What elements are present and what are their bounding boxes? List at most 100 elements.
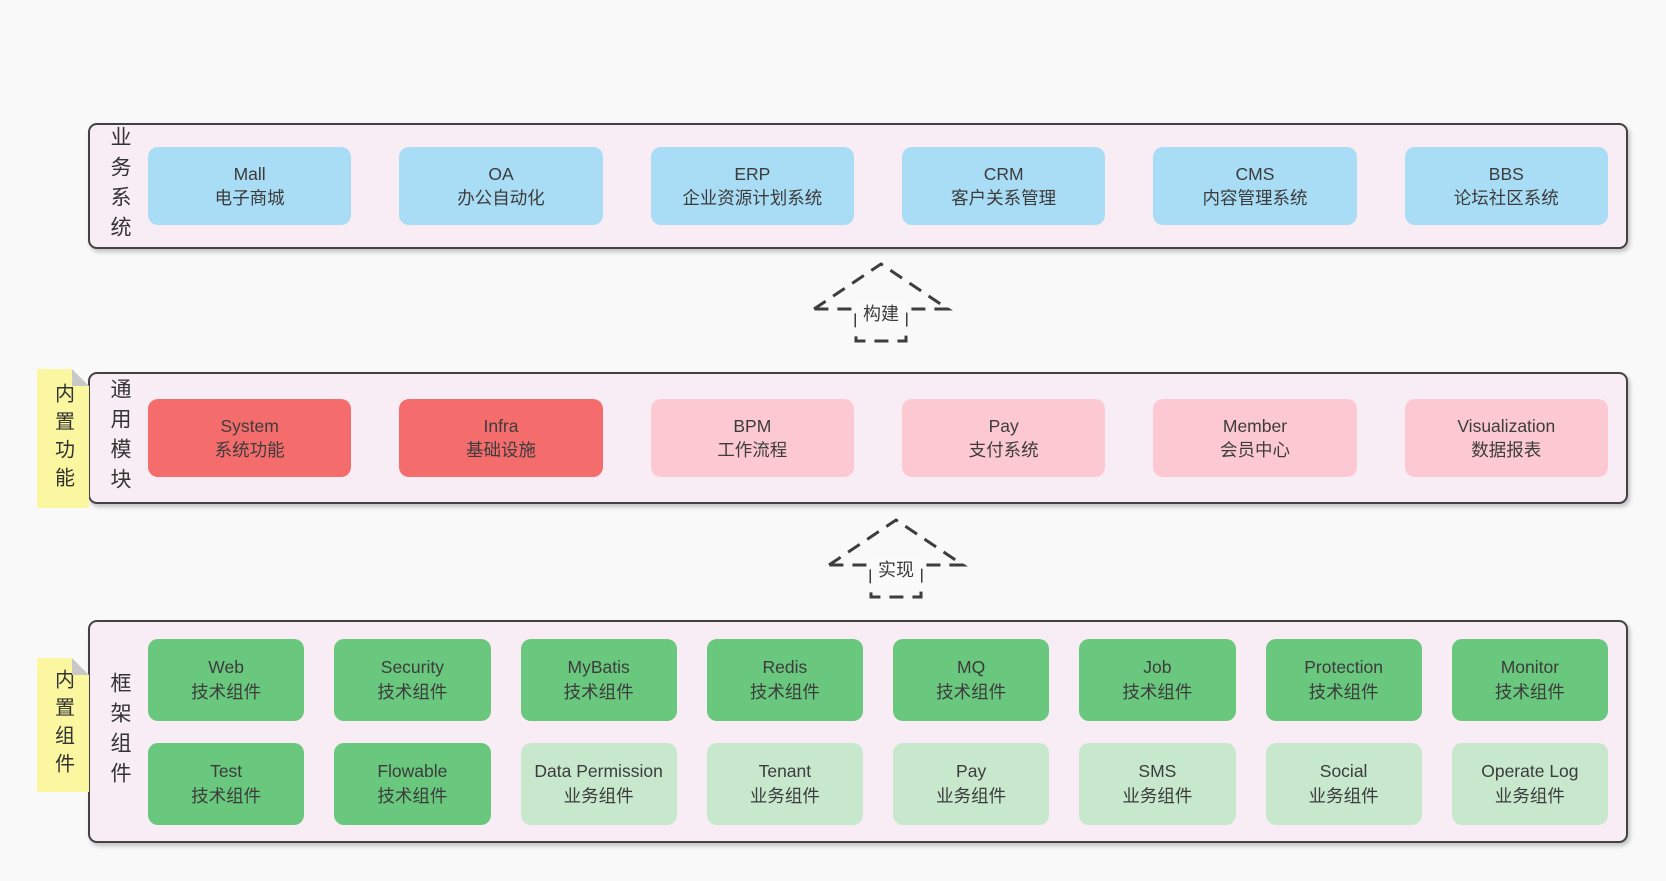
box-title: SMS xyxy=(1138,761,1177,781)
box-title: Redis xyxy=(762,657,808,677)
components-box-rows: Web 技术组件 Security 技术组件 MyBatis 技术组件 Redi… xyxy=(148,622,1626,841)
arrow-build: 构建 xyxy=(806,259,956,345)
box-crm: CRM 客户关系管理 xyxy=(901,147,1106,225)
box-data-permission: Data Permission 业务组件 xyxy=(520,742,677,825)
box-title: Pay xyxy=(988,415,1019,436)
box-subtitle: 客户关系管理 xyxy=(951,188,1057,208)
box-title: Web xyxy=(208,657,244,677)
box-subtitle: 工作流程 xyxy=(717,440,788,460)
box-title: Security xyxy=(380,657,444,677)
box-title: Monitor xyxy=(1500,657,1560,677)
box-cms: CMS 内容管理系统 xyxy=(1153,147,1357,225)
box-title: CMS xyxy=(1235,163,1275,184)
box-monitor: Monitor 技术组件 xyxy=(1451,638,1608,721)
arrow-implement-label: 实现 xyxy=(871,554,921,584)
box-subtitle: 技术组件 xyxy=(1494,681,1565,702)
box-subtitle: 业务组件 xyxy=(1122,785,1193,806)
box-subtitle: 技术组件 xyxy=(1308,681,1379,702)
box-pay: Pay 支付系统 xyxy=(901,399,1106,477)
box-subtitle: 技术组件 xyxy=(377,785,448,806)
components-row-2: Test 技术组件 Flowable 技术组件 Data Permission … xyxy=(148,742,1608,825)
box-subtitle: 支付系统 xyxy=(968,440,1039,460)
band-common-modules: 内置功能 通用模块 System 系统功能 Infra 基础设施 BPM 工作流… xyxy=(88,372,1628,504)
box-mq: MQ 技术组件 xyxy=(893,638,1050,721)
box-subtitle: 技术组件 xyxy=(191,785,262,806)
box-subtitle: 业务组件 xyxy=(1494,785,1565,806)
box-subtitle: 业务组件 xyxy=(1308,785,1379,806)
box-subtitle: 电子商城 xyxy=(214,188,285,208)
box-security: Security 技术组件 xyxy=(334,638,491,721)
box-subtitle: 数据报表 xyxy=(1471,440,1542,460)
box-title: Infra xyxy=(483,415,519,436)
box-subtitle: 业务组件 xyxy=(749,785,820,806)
arrow-build-label: 构建 xyxy=(856,298,906,328)
box-title: Member xyxy=(1222,415,1288,436)
box-sms: SMS 业务组件 xyxy=(1079,742,1236,825)
box-subtitle: 业务组件 xyxy=(563,785,634,806)
box-subtitle: 会员中心 xyxy=(1219,440,1290,460)
box-title: OA xyxy=(488,163,514,184)
box-erp: ERP 企业资源计划系统 xyxy=(650,147,854,225)
band-components-side-label: 框架组件 xyxy=(108,671,131,792)
box-protection: Protection 技术组件 xyxy=(1265,638,1422,721)
box-subtitle: 业务组件 xyxy=(936,785,1007,806)
box-title: BPM xyxy=(733,415,772,436)
box-pay-business: Pay 业务组件 xyxy=(893,742,1050,825)
box-title: Data Permission xyxy=(534,761,663,781)
box-title: Flowable xyxy=(377,761,448,781)
box-title: MyBatis xyxy=(567,657,630,677)
band-framework-components: 内置组件 框架组件 Web 技术组件 Security 技术组件 MyBatis… xyxy=(88,620,1628,843)
box-subtitle: 论坛社区系统 xyxy=(1453,188,1559,208)
box-title: Visualization xyxy=(1457,415,1556,436)
box-subtitle: 技术组件 xyxy=(936,681,1007,702)
modules-box-row: System 系统功能 Infra 基础设施 BPM 工作流程 Pay 支付系统… xyxy=(148,374,1626,502)
box-subtitle: 办公自动化 xyxy=(457,188,545,208)
box-title: Pay xyxy=(956,761,987,781)
box-title: BBS xyxy=(1488,163,1524,184)
arrow-implement: 实现 xyxy=(821,515,971,601)
business-box-row: Mall 电子商城 OA 办公自动化 ERP 企业资源计划系统 CRM 客户关系… xyxy=(148,125,1626,247)
box-title: Test xyxy=(210,761,243,781)
box-subtitle: 技术组件 xyxy=(1122,681,1193,702)
box-title: System xyxy=(220,415,279,436)
box-system: System 系统功能 xyxy=(148,399,352,477)
components-row-1: Web 技术组件 Security 技术组件 MyBatis 技术组件 Redi… xyxy=(148,638,1608,721)
box-title: Mall xyxy=(233,163,266,184)
box-bbs: BBS 论坛社区系统 xyxy=(1404,147,1608,225)
box-web: Web 技术组件 xyxy=(148,638,305,721)
box-flowable: Flowable 技术组件 xyxy=(334,742,491,825)
box-title: CRM xyxy=(983,163,1024,184)
box-visualization: Visualization 数据报表 xyxy=(1404,399,1608,477)
box-title: Social xyxy=(1319,761,1368,781)
box-subtitle: 内容管理系统 xyxy=(1202,188,1308,208)
box-oa: OA 办公自动化 xyxy=(399,147,603,225)
box-test: Test 技术组件 xyxy=(148,742,305,825)
box-job: Job 技术组件 xyxy=(1079,638,1236,721)
box-title: Job xyxy=(1143,657,1172,677)
band-business-systems: 业务系统 Mall 电子商城 OA 办公自动化 ERP 企业资源计划系统 CRM… xyxy=(88,123,1628,249)
box-subtitle: 技术组件 xyxy=(749,681,820,702)
sticky-note-builtin-features: 内置功能 xyxy=(37,369,89,508)
band-modules-side-label: 通用模块 xyxy=(108,378,131,498)
box-subtitle: 技术组件 xyxy=(191,681,262,702)
box-operate-log: Operate Log 业务组件 xyxy=(1451,742,1608,825)
box-subtitle: 系统功能 xyxy=(214,440,285,460)
box-title: Operate Log xyxy=(1481,761,1579,781)
band-business-side-label: 业务系统 xyxy=(108,126,131,246)
box-subtitle: 技术组件 xyxy=(563,681,634,702)
sticky-note-builtin-components: 内置组件 xyxy=(37,658,89,792)
box-subtitle: 基础设施 xyxy=(465,440,536,460)
box-title: Tenant xyxy=(758,761,812,781)
box-tenant: Tenant 业务组件 xyxy=(706,742,863,825)
box-title: ERP xyxy=(734,163,771,184)
box-bpm: BPM 工作流程 xyxy=(650,399,854,477)
box-redis: Redis 技术组件 xyxy=(706,638,863,721)
box-infra: Infra 基础设施 xyxy=(399,399,603,477)
box-member: Member 会员中心 xyxy=(1153,399,1357,477)
box-subtitle: 企业资源计划系统 xyxy=(682,188,823,208)
box-social: Social 业务组件 xyxy=(1265,742,1422,825)
box-title: Protection xyxy=(1304,657,1384,677)
box-mall: Mall 电子商城 xyxy=(148,147,352,225)
box-mybatis: MyBatis 技术组件 xyxy=(520,638,677,721)
box-title: MQ xyxy=(957,657,986,677)
